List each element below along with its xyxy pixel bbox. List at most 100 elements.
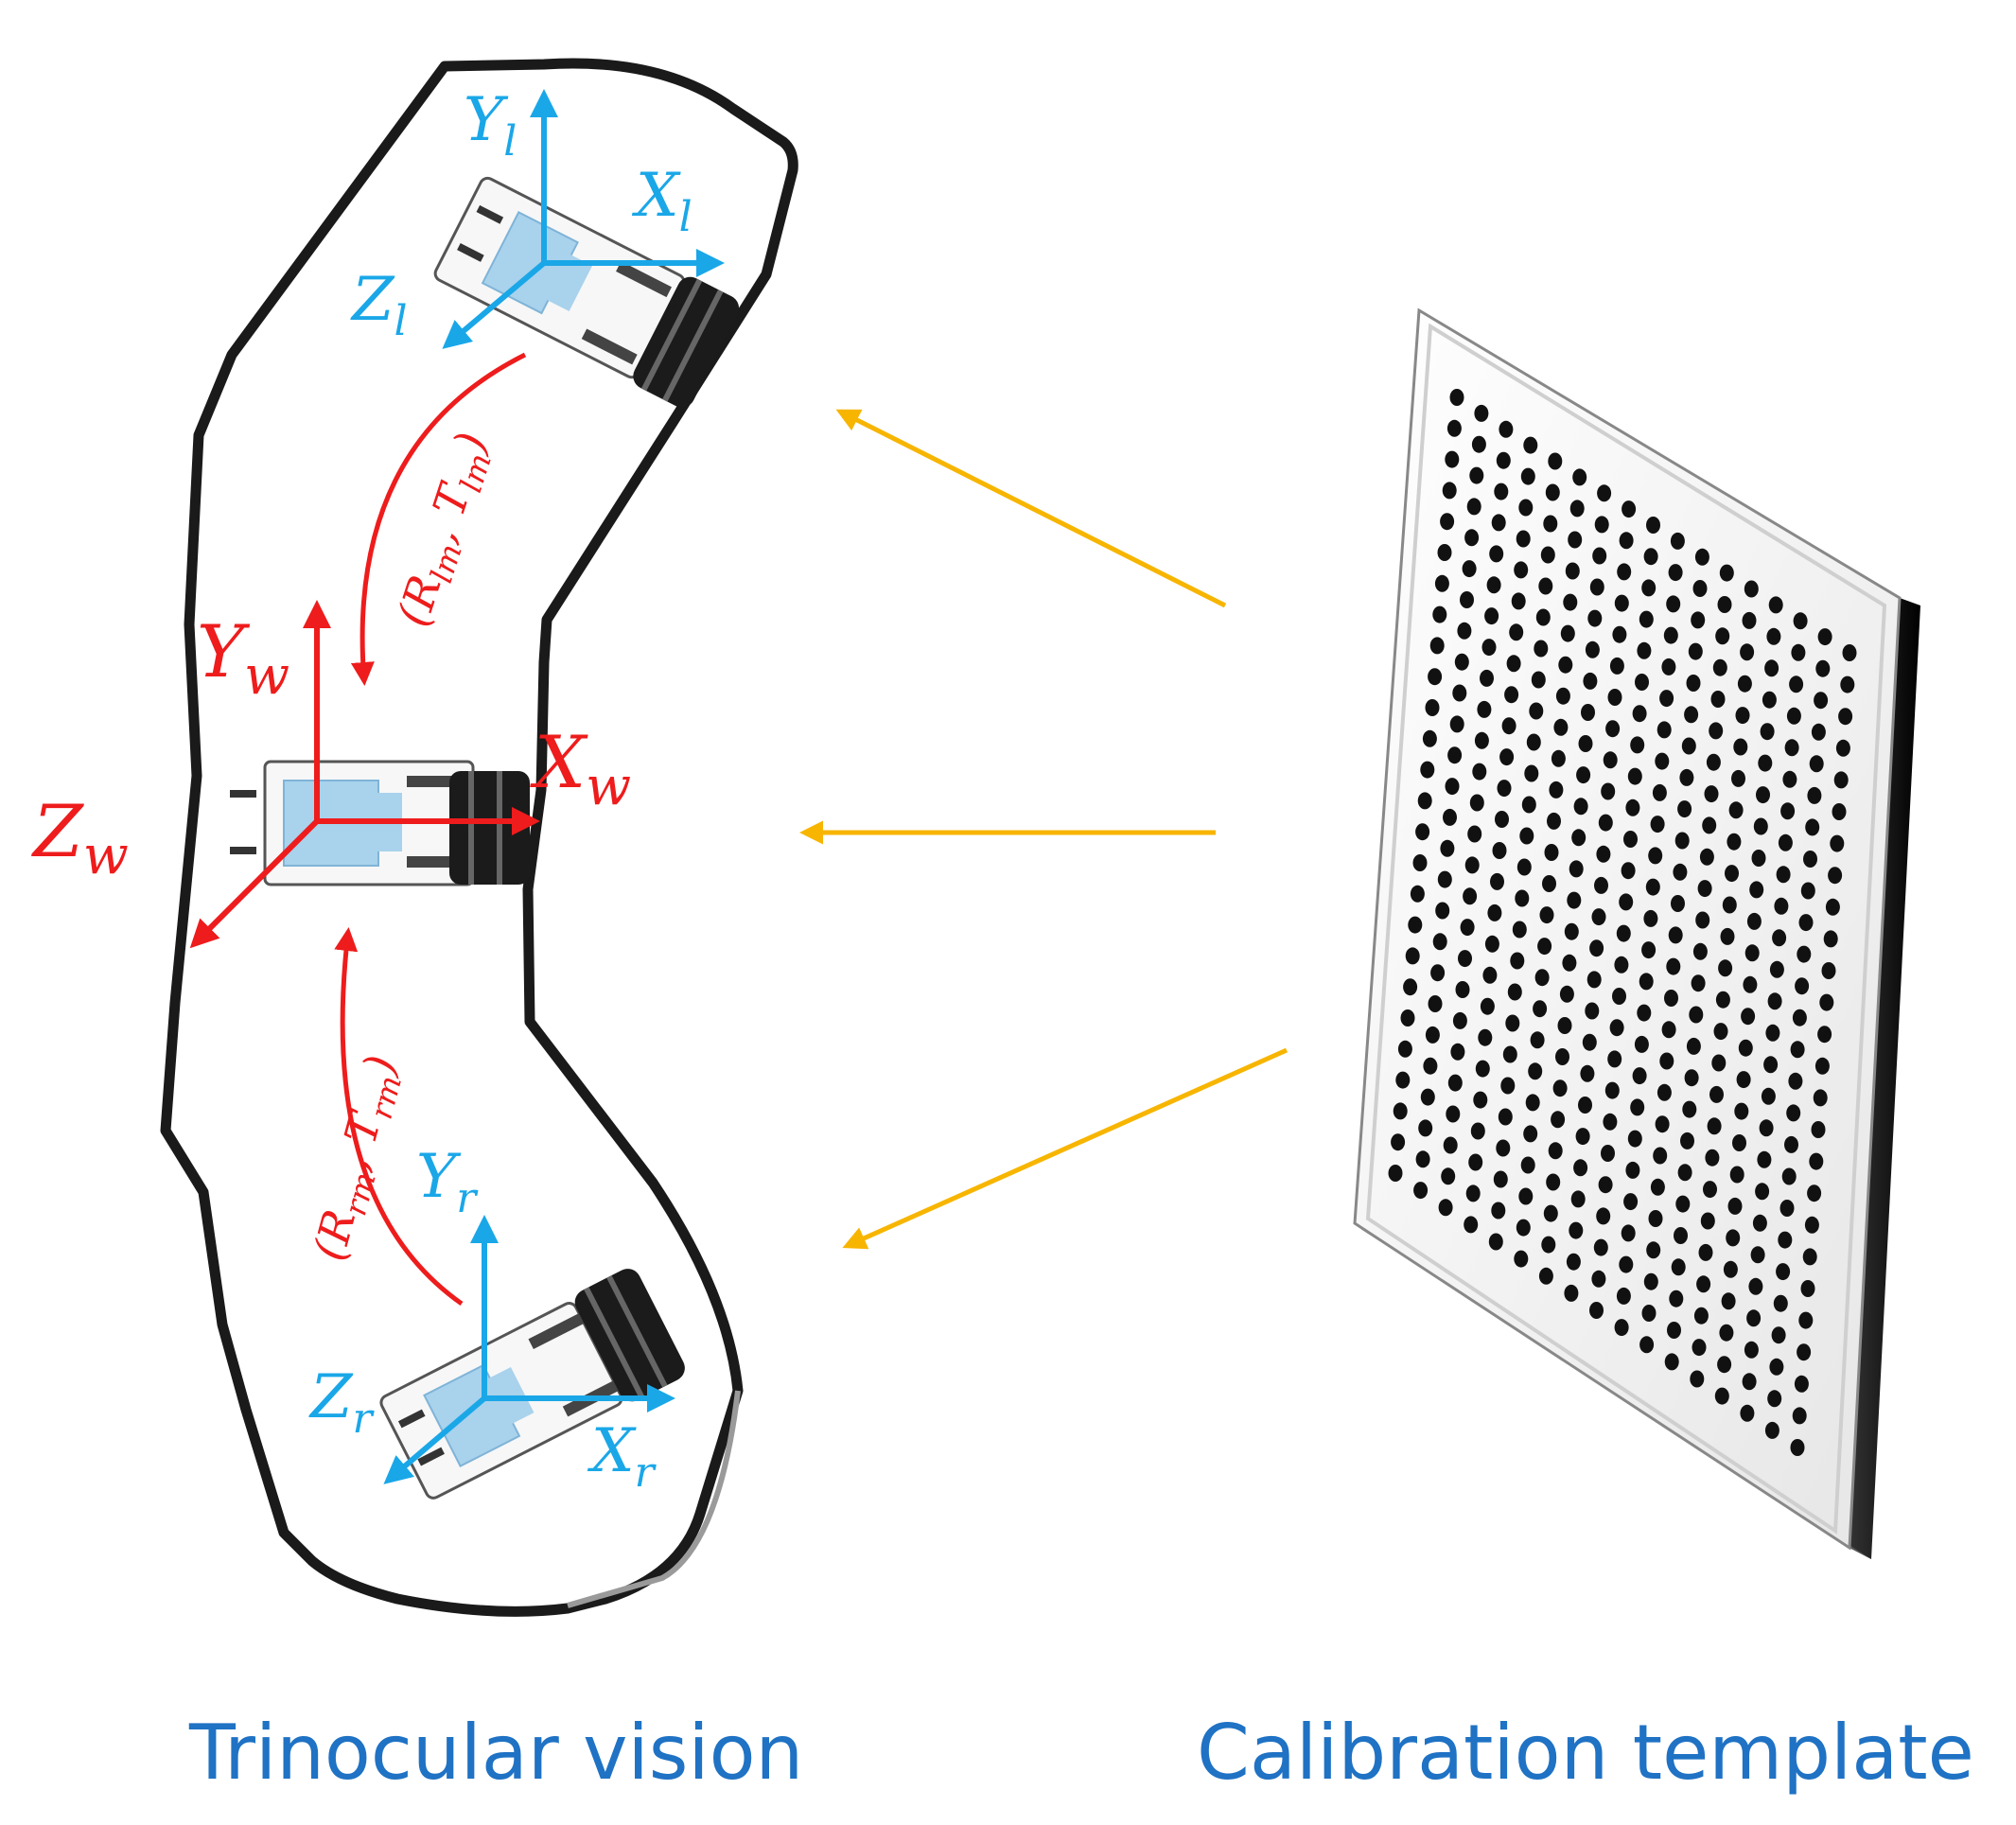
template-dot (1446, 1105, 1461, 1123)
template-dot (1643, 548, 1658, 566)
template-dot (1643, 909, 1658, 927)
template-dot (1684, 706, 1699, 724)
template-dot (1657, 721, 1672, 739)
template-dot (1612, 625, 1627, 643)
template-dot (1454, 653, 1469, 671)
template-dot (1795, 977, 1810, 995)
template-dot (1493, 1170, 1508, 1188)
template-dot (1680, 1132, 1694, 1149)
template-dot (1819, 993, 1834, 1011)
template-dot (1648, 847, 1663, 865)
template-dot (1440, 513, 1455, 531)
template-dot (1563, 593, 1578, 611)
template-dot (1802, 1248, 1817, 1266)
template-dot (1725, 865, 1739, 883)
template-dot (1661, 658, 1676, 676)
template-dot (1769, 1358, 1784, 1376)
template-dot (1630, 1098, 1645, 1116)
template-dot (1530, 1031, 1545, 1049)
template-dot (1450, 1043, 1465, 1061)
template-dot (1828, 867, 1843, 885)
template-dot (1688, 642, 1703, 660)
template-dot (1469, 794, 1484, 812)
template-dot (1744, 1341, 1759, 1359)
template-dot (1744, 580, 1759, 598)
template-dot (1477, 700, 1492, 718)
template-dot (1652, 783, 1667, 801)
template-dot (1709, 722, 1724, 740)
template-dot (1468, 1153, 1483, 1171)
template-dot (1694, 548, 1709, 566)
template-dot (1486, 576, 1501, 594)
template-dot (1585, 1002, 1600, 1020)
template-dot (1734, 1102, 1749, 1120)
template-dot (1449, 715, 1464, 733)
left-camera-axes: Yl Xl Zl (350, 85, 725, 349)
template-dot (1809, 755, 1824, 773)
template-dot (1470, 1122, 1485, 1140)
template-dot (1797, 945, 1812, 963)
template-dot (1515, 889, 1530, 907)
template-dot (1552, 1079, 1568, 1097)
template-dot-grid (1388, 389, 1857, 1456)
template-dot (1625, 798, 1640, 816)
template-dot (1702, 816, 1717, 834)
transform-left-to-middle: (Rlm, Tlm) (350, 352, 527, 686)
template-dot (1543, 1204, 1558, 1222)
template-dot (1723, 1260, 1738, 1278)
template-dot (1551, 1111, 1566, 1129)
template-dot (1706, 753, 1721, 771)
template-dot (1767, 992, 1782, 1010)
template-dot (1614, 956, 1629, 974)
template-dot (1778, 1231, 1793, 1249)
template-dot (1788, 1072, 1803, 1090)
template-dot (1639, 610, 1654, 628)
template-dot (1462, 560, 1477, 578)
template-dot (1572, 468, 1587, 486)
template-dot (1487, 904, 1502, 921)
template-dot (1568, 531, 1583, 549)
template-dot (1832, 803, 1847, 820)
template-dot (1661, 1021, 1676, 1039)
template-dot (1695, 911, 1710, 929)
template-dot (1429, 637, 1445, 655)
template-dot (1684, 1069, 1699, 1087)
projection-rays (799, 409, 1288, 1250)
template-dot (1551, 749, 1566, 767)
template-dot (1541, 1236, 1556, 1254)
template-dot (1710, 691, 1726, 708)
template-dot (1428, 995, 1443, 1012)
template-dot (1798, 1311, 1814, 1329)
template-dot (1759, 1119, 1774, 1137)
template-dot (1614, 1319, 1629, 1337)
template-dot (1641, 941, 1657, 959)
template-dot (1430, 964, 1446, 982)
template-dot (1497, 780, 1512, 798)
template-dot (1746, 912, 1762, 930)
template-dot (1825, 898, 1840, 916)
template-dot (1776, 1263, 1791, 1281)
template-dot (1817, 628, 1832, 646)
template-dot (1395, 1071, 1411, 1089)
template-dot (1573, 798, 1588, 816)
caption-trinocular-vision: Trinocular vision (188, 1709, 803, 1797)
template-dot (1677, 800, 1692, 818)
template-dot (1645, 878, 1660, 896)
template-dot (1546, 1173, 1561, 1191)
template-dot (1481, 639, 1497, 657)
template-dot (1529, 702, 1544, 720)
template-dot (1557, 1017, 1572, 1034)
right-camera-axes: Yr Xr Zr (308, 1142, 675, 1497)
template-dot (1471, 435, 1486, 453)
template-dot (1548, 1142, 1563, 1160)
template-dot (1393, 1102, 1408, 1120)
template-dot (1523, 436, 1538, 454)
template-dot (1555, 687, 1570, 705)
template-dot (1534, 969, 1550, 987)
template-dot (1786, 1104, 1801, 1122)
template-dot (1674, 1227, 1688, 1244)
template-dot (1480, 669, 1494, 687)
template-dot (1659, 690, 1674, 708)
template-dot (1609, 657, 1624, 675)
template-dot (1668, 564, 1683, 582)
